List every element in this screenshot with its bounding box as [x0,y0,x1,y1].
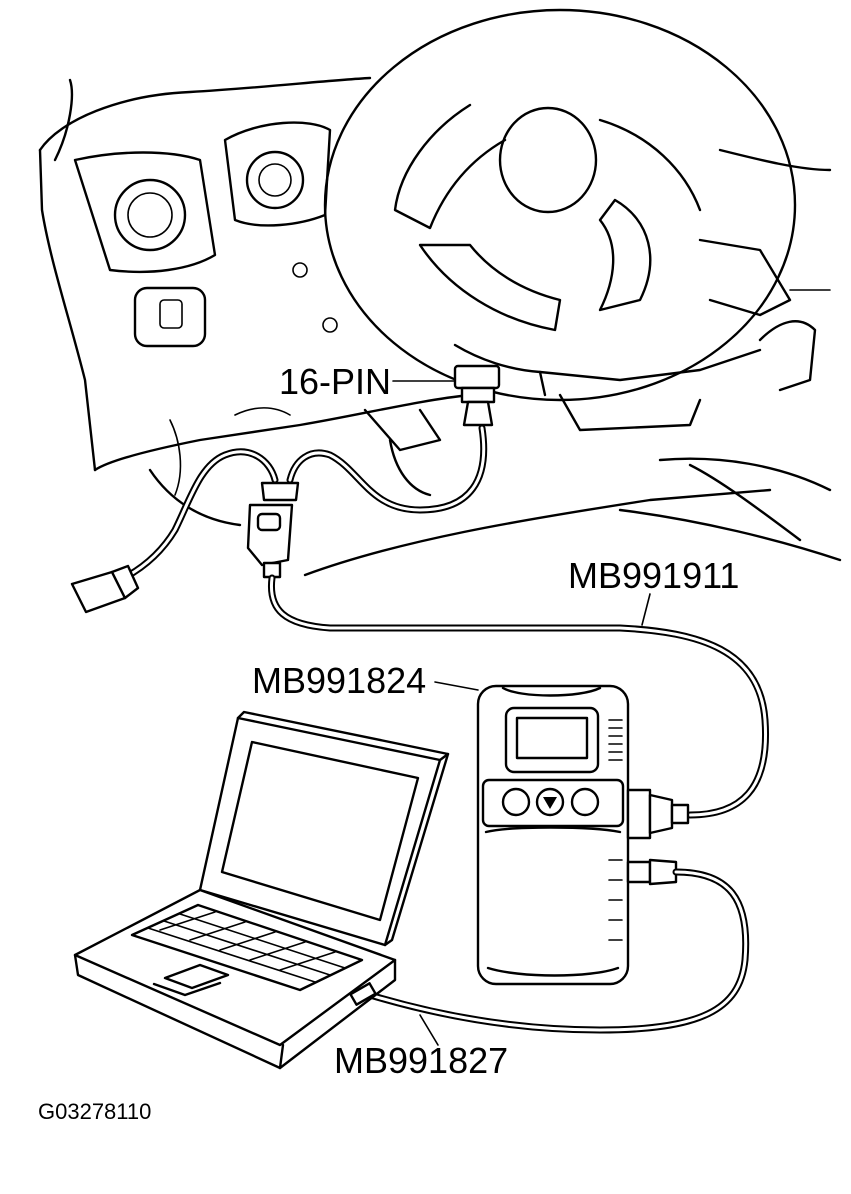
label-mb991824-interface: MB991824 [252,660,427,701]
label-mb991911-cable: MB991911 [568,555,740,596]
obd-16pin-connector [392,364,501,427]
laptop [73,710,450,1070]
cable-mb991911 [70,424,770,819]
dashboard-illustration [38,8,842,577]
interface-mb991824 [434,681,690,986]
label-mb991827-cable: MB991827 [334,1040,509,1081]
figure-id: G03278110 [38,1099,152,1124]
label-16-pin-connector: 16-PIN [279,361,392,402]
cable-mb991827 [366,868,750,1046]
